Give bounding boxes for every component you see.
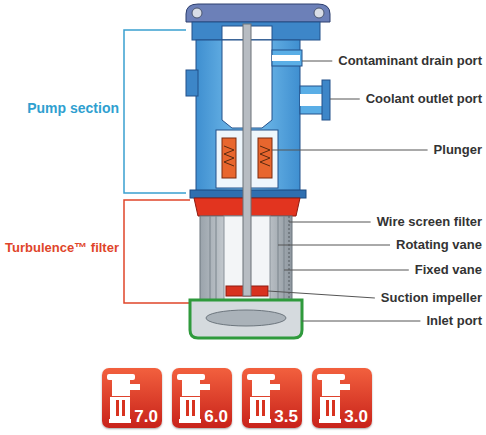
- leader-line: [289, 222, 371, 223]
- part-label: Coolant outlet port: [366, 92, 482, 107]
- section-label: Pump section: [27, 100, 119, 116]
- model-icon: 3.0: [312, 368, 372, 428]
- model-number: 6.0: [204, 408, 228, 425]
- part-label: Plunger: [434, 143, 482, 158]
- leader-line: [330, 99, 360, 100]
- wire-screen: [289, 216, 290, 300]
- bolt: [314, 8, 324, 18]
- leader-line: [302, 321, 420, 322]
- section-bracket: [124, 30, 186, 193]
- outlet-bore: [300, 94, 322, 106]
- model-icon: 6.0: [172, 368, 232, 428]
- side-port: [186, 70, 198, 96]
- model-number: 3.0: [344, 408, 368, 425]
- outlet-port: [300, 86, 324, 114]
- leader-line: [302, 61, 332, 62]
- part-label: Suction impeller: [381, 291, 482, 306]
- section-label: Turbulence™ filter: [5, 241, 119, 256]
- model-icon: 3.5: [242, 368, 302, 428]
- inlet-opening: [206, 310, 286, 326]
- cap: [192, 22, 320, 40]
- top-plate: [186, 4, 330, 22]
- part-label: Inlet port: [426, 314, 482, 329]
- leader-line: [278, 245, 390, 246]
- model-number: 7.0: [134, 408, 158, 425]
- inlet-base: [190, 300, 302, 338]
- drain-port: [272, 50, 302, 66]
- outlet-flange: [322, 80, 330, 120]
- section-bracket: [124, 200, 190, 303]
- bolt: [192, 8, 202, 18]
- leader-line: [284, 270, 409, 271]
- part-label: Rotating vane: [396, 238, 482, 253]
- part-label: Fixed vane: [415, 263, 482, 278]
- part-label: Contaminant drain port: [338, 54, 482, 69]
- leader-line: [268, 291, 375, 298]
- shaft: [243, 24, 251, 296]
- leader-line: [272, 150, 428, 151]
- model-number: 3.5: [274, 408, 298, 425]
- part-label: Wire screen filter: [377, 215, 482, 230]
- model-icon: 7.0: [102, 368, 162, 428]
- drain-bore: [272, 55, 300, 61]
